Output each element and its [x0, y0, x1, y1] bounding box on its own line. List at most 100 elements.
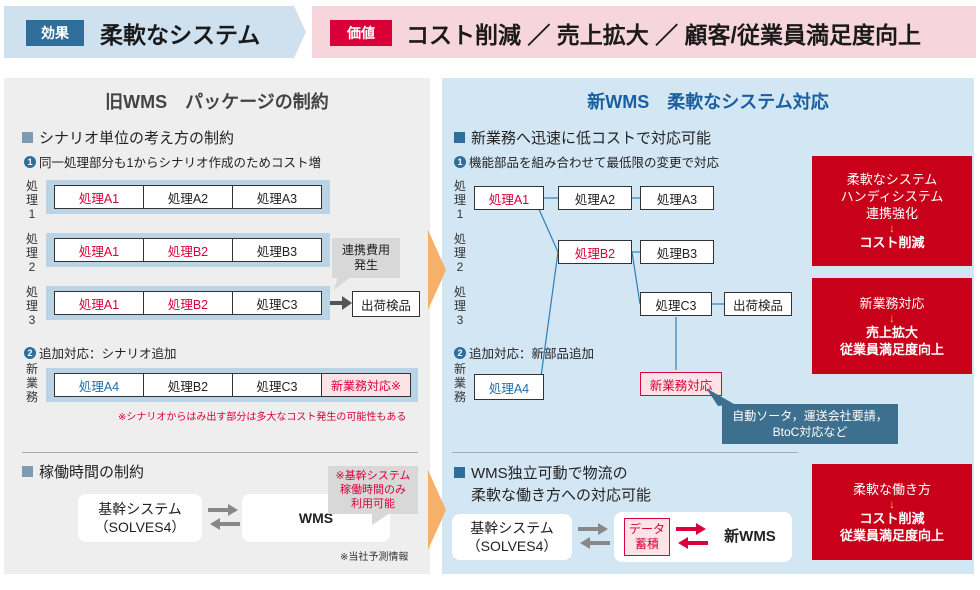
value-result: 売上拡大 — [865, 324, 918, 340]
core-system-box-new: 基幹システム （SOLVES4） — [452, 514, 572, 560]
core-system-line1: 基幹システム — [470, 520, 554, 536]
new-business-examples: 自動ソータ，運送会社要請， BtoC対応など — [722, 404, 898, 444]
data-storage-line2: 蓄積 — [634, 537, 659, 551]
scenario-sub1-text: 同一処理部分も1からシナリオ作成のためコスト増 — [39, 156, 321, 170]
new-business-cell: 新業務対応※ — [321, 373, 411, 397]
process-cell: 処理A2 — [143, 185, 233, 209]
uptime-callout-line3: 利用可能 — [351, 498, 395, 510]
scenario-row-3: 処理A1 処理B2 処理C3 — [46, 286, 330, 320]
independent-op-line2: 柔軟な働き方への対応可能 — [471, 487, 652, 504]
component-new-business: 新業務対応 — [640, 372, 722, 396]
new-wms-title: 新WMS 柔軟なシステム対応 — [587, 92, 829, 112]
effect-text: 柔軟なシステム — [100, 22, 261, 48]
callout-pointer — [372, 513, 390, 525]
process-cell: 処理A1 — [54, 238, 144, 262]
value-result: 従業員満足度向上 — [839, 341, 944, 357]
new-sub1: 1 機能部品を組み合わせて最低限の変更で対応 — [454, 152, 719, 171]
divider — [22, 452, 418, 453]
core-system-line2: （SOLVES4） — [466, 538, 558, 554]
component-b2: 処理B2 — [558, 240, 632, 264]
component-connections — [533, 197, 724, 385]
link-cost-callout: 連携費用 発生 — [332, 238, 400, 278]
shipping-inspection-box: 出荷検品 — [352, 291, 420, 317]
value-line: 連携強化 — [865, 206, 918, 221]
scenario-row-new: 処理A4 処理B2 処理C3 新業務対応※ — [46, 368, 418, 402]
process-cell: 処理A1 — [54, 291, 144, 315]
number-1-icon: 1 — [24, 155, 36, 168]
value-box-new-business: 新業務対応 ↓ 売上拡大 従業員満足度向上 — [812, 278, 972, 374]
value-text: コスト削減 ／ 売上拡大 ／ 顧客/従業員満足度向上 — [406, 22, 921, 48]
uptime-constraint-label: 稼働時間の制約 — [39, 464, 145, 481]
forecast-note: ※当社予測情報 — [340, 552, 409, 563]
number-1-icon: 1 — [454, 155, 466, 168]
scenario-sub2-text: 追加対応：シナリオ追加 — [39, 347, 177, 361]
new-sub1-text: 機能部品を組み合わせて最低限の変更で対応 — [469, 156, 720, 170]
new-sub2-text: 追加対応：新部品追加 — [469, 347, 595, 361]
bullet-square-icon — [454, 132, 465, 143]
effect-banner: 効果 柔軟なシステム — [4, 6, 306, 58]
old-wms-title: 旧WMS パッケージの制約 — [105, 92, 329, 112]
component-a3: 処理A3 — [640, 186, 714, 210]
row-label-new: 新業務 — [453, 362, 466, 404]
bullet-square-icon — [22, 466, 33, 477]
component-c3: 処理C3 — [640, 292, 712, 316]
value-tag: 価値 — [330, 20, 392, 46]
value-banner: 価値 コスト削減 ／ 売上拡大 ／ 顧客/従業員満足度向上 — [312, 6, 976, 58]
flow-chevron-lower — [428, 470, 446, 550]
new-wms-box: データ 蓄積 新WMS — [614, 512, 792, 562]
bidirectional-arrow-icon — [208, 504, 240, 530]
independent-op-line1: WMS独立可動で物流の — [471, 465, 628, 482]
scenario-constraint-title: シナリオ単位の考え方の制約 — [22, 127, 234, 148]
core-system-box-old: 基幹システム （SOLVES4） — [78, 494, 202, 542]
link-cost-line1: 連携費用 — [341, 243, 390, 257]
scenario-constraint-label: シナリオ単位の考え方の制約 — [39, 130, 235, 147]
uptime-callout: ※基幹システム 稼働時間のみ 利用可能 — [328, 466, 418, 514]
uptime-callout-line2: 稼働時間のみ — [340, 484, 406, 496]
uptime-callout-line1: ※基幹システム — [335, 470, 411, 482]
value-line: 柔軟な働き方 — [852, 481, 931, 497]
process-cell: 処理B2 — [143, 291, 233, 315]
core-system-line1: 基幹システム — [98, 501, 182, 517]
component-a2: 処理A2 — [558, 186, 632, 210]
new-wms-label: 新WMS — [724, 528, 776, 545]
new-business-label: 新業務へ迅速に低コストで対応可能 — [471, 130, 712, 147]
scenario-note: ※シナリオからはみ出す部分は多大なコスト発生の可能性もある — [118, 412, 407, 423]
data-storage-line1: データ — [628, 522, 665, 536]
process-cell: 処理B3 — [232, 238, 322, 262]
number-2-icon: 2 — [24, 346, 36, 359]
component-a4: 処理A4 — [474, 374, 544, 400]
effect-tag: 効果 — [26, 20, 84, 46]
scenario-sub1: 1 同一処理部分も1からシナリオ作成のためコスト増 — [24, 152, 321, 171]
process-cell: 処理A4 — [54, 373, 144, 397]
process-cell: 処理C3 — [232, 373, 322, 397]
uptime-constraint-title: 稼働時間の制約 — [22, 461, 144, 482]
flow-chevron-upper — [428, 230, 446, 310]
arrow-down-icon: ↓ — [889, 310, 895, 325]
new-sub2: 2 追加対応：新部品追加 — [454, 343, 594, 362]
bullet-square-icon — [22, 132, 33, 143]
number-2-icon: 2 — [454, 346, 466, 359]
component-shipping: 出荷検品 — [724, 292, 792, 316]
examples-line1: 自動ソータ，運送会社要請， — [732, 409, 888, 423]
component-b3: 処理B3 — [640, 240, 714, 264]
divider — [452, 452, 798, 453]
scenario-row-1: 処理A1 処理A2 処理A3 — [46, 180, 330, 214]
bidirectional-arrow-red-icon — [676, 523, 708, 549]
scenario-sub2: 2 追加対応：シナリオ追加 — [24, 343, 177, 362]
component-a1: 処理A1 — [474, 186, 544, 210]
bullet-square-icon — [454, 467, 465, 478]
process-cell: 処理B2 — [143, 238, 233, 262]
value-result: コスト削減 — [859, 235, 925, 250]
process-cell: 処理B2 — [143, 373, 233, 397]
value-line: ハンディシステム — [840, 189, 944, 204]
link-cost-line2: 発生 — [353, 258, 378, 272]
arrow-down-icon: ↓ — [889, 496, 895, 511]
process-cell: 処理C3 — [232, 291, 322, 315]
independent-op-title: WMS独立可動で物流の — [454, 462, 628, 483]
